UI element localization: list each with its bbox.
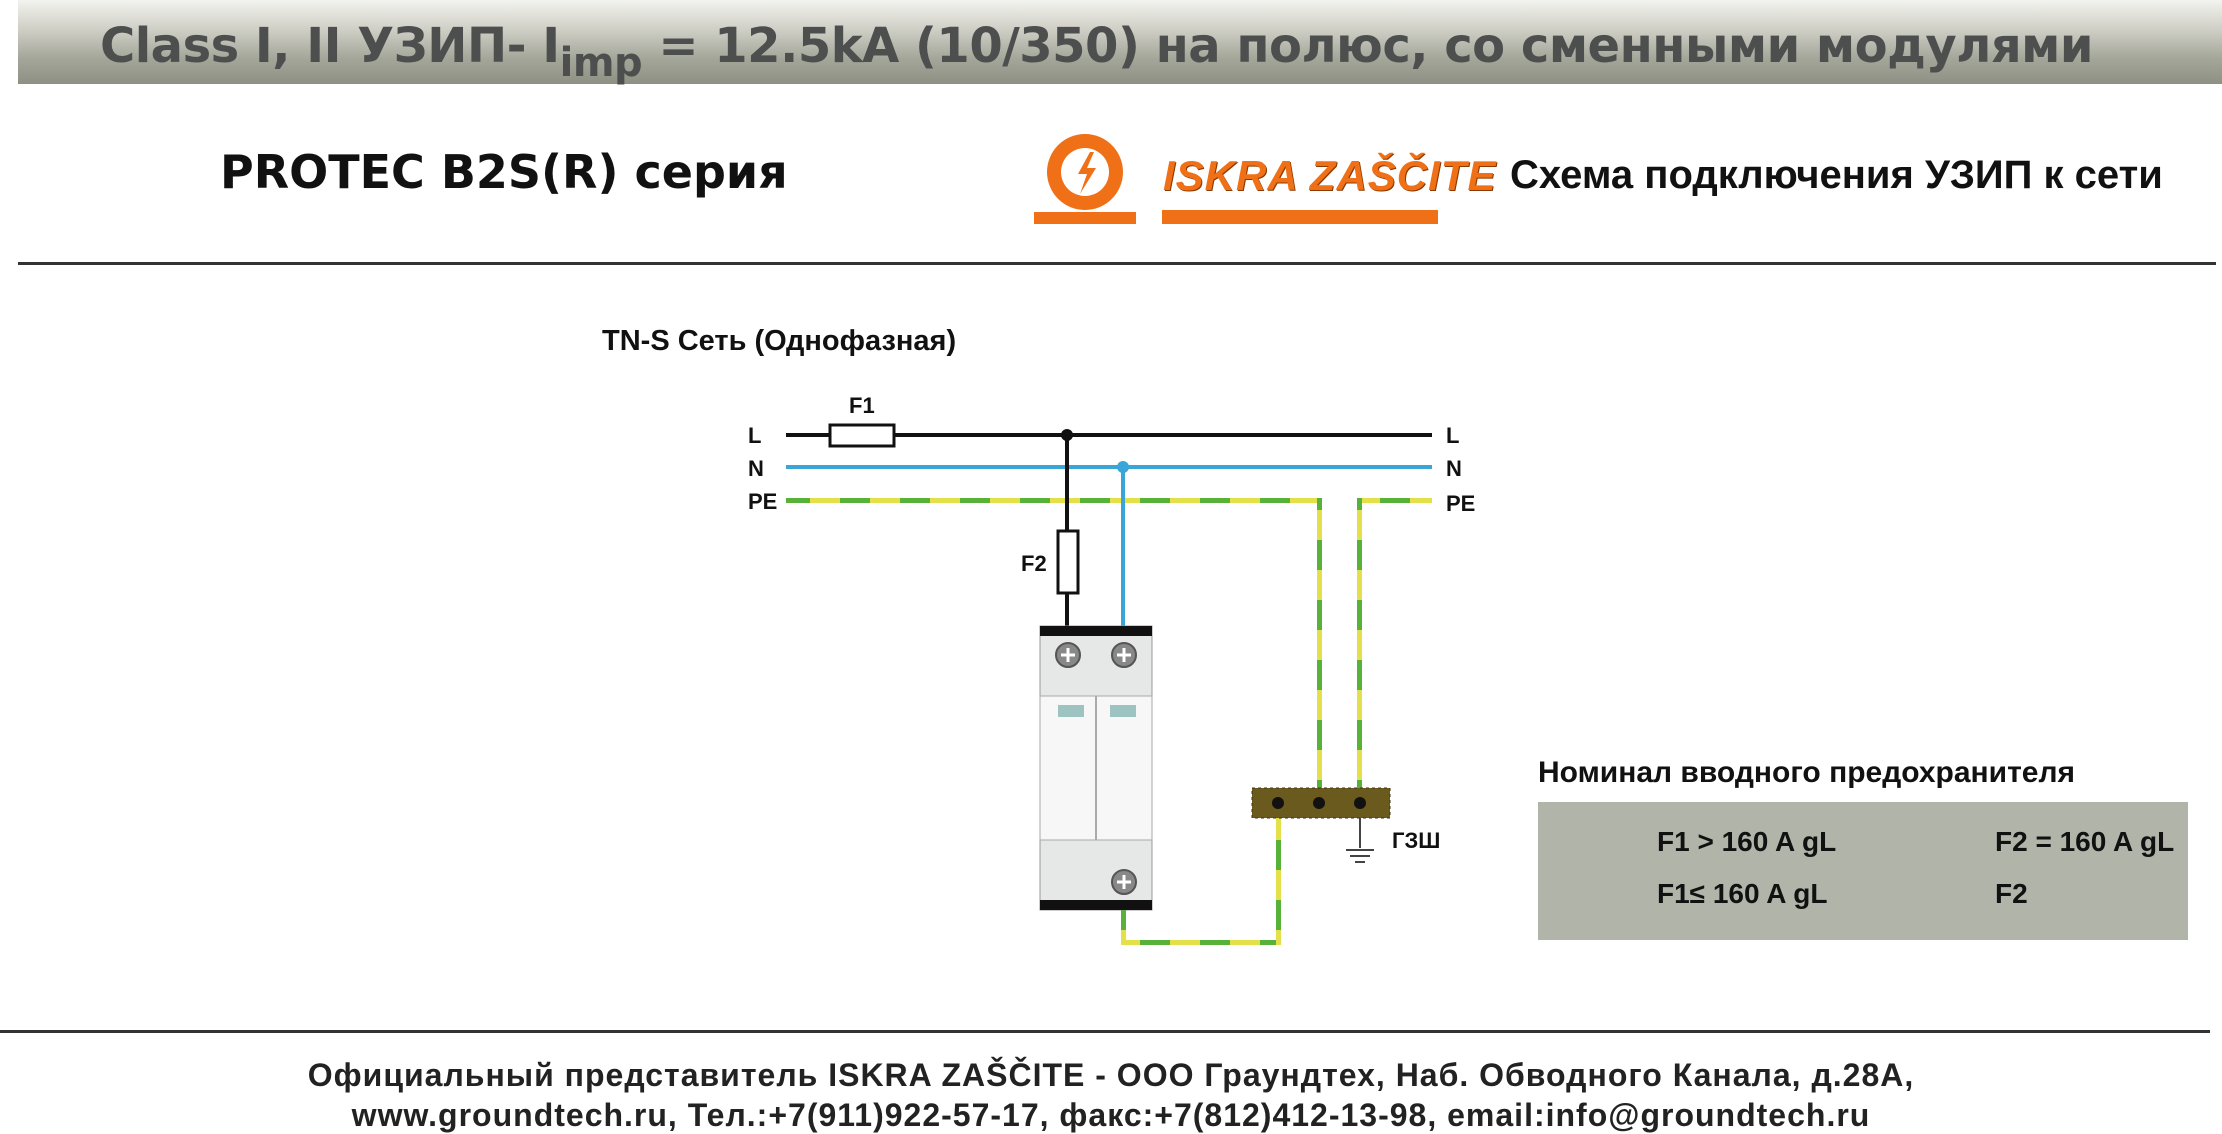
page-title: Class I, II УЗИП- Iimp = 12.5kA (10/350)… <box>100 18 2094 86</box>
earth-ground-icon <box>1346 849 1374 863</box>
fuse-f2 <box>1056 529 1080 595</box>
screw-terminal-icon <box>1111 642 1137 668</box>
legend-row2-right: F2 <box>1995 878 2028 909</box>
pe-drop-1 <box>1317 498 1322 803</box>
left-label-l: L <box>748 423 762 448</box>
right-label-n: N <box>1446 456 1462 481</box>
spd-device <box>1039 625 1153 911</box>
right-label-l: L <box>1446 423 1460 448</box>
left-label-pe: PE <box>748 489 778 514</box>
logo-underline <box>1162 210 1438 224</box>
title-subscript: imp <box>559 40 643 86</box>
header-bar <box>18 0 2222 84</box>
footer-line-1: Официальный представитель ISKRA ZAŠČITE … <box>307 1057 1915 1093</box>
screw-terminal-icon <box>1055 642 1081 668</box>
fuse-f2-label: F2 <box>1021 551 1047 576</box>
spd-pe-horizontal <box>1121 940 1279 945</box>
legend-row1-left: F1 > 160 A gL <box>1657 826 1837 857</box>
pe-conductor-right <box>1357 498 1432 503</box>
title-suffix: = 12.5kA (10/350) на полюс, со сменными … <box>642 18 2094 74</box>
fuse-f1-label: F1 <box>849 393 875 418</box>
legend-box <box>1538 802 2188 940</box>
footer-line-2: www.groundtech.ru, Тел.:+7(911)922-57-17… <box>351 1097 1871 1133</box>
spd-pe-up <box>1276 803 1281 945</box>
right-label-pe: PE <box>1446 491 1476 516</box>
title-prefix: Class I, II УЗИП- I <box>100 18 560 74</box>
ground-bar-label: ГЗШ <box>1392 828 1441 853</box>
legend-title: Номинал вводного предохранителя <box>1538 756 2076 789</box>
logo-text: ISKRA ZAŠČITE <box>1163 152 1497 199</box>
pe-drop-2 <box>1357 498 1362 803</box>
network-title: TN-S Сеть (Однофазная) <box>602 325 957 357</box>
legend-row2-left: F1≤ 160 A gL <box>1657 878 1828 909</box>
legend-row1-right: F2 = 160 A gL <box>1995 826 2175 857</box>
fuse-f1 <box>828 423 896 448</box>
screw-terminal-icon <box>1111 869 1137 895</box>
pe-conductor <box>786 498 1319 503</box>
scheme-title: Схема подключения УЗИП к сети <box>1510 153 2163 197</box>
top-divider <box>18 262 2216 265</box>
series-title: PROTEC B2S(R) серия <box>220 145 788 199</box>
bottom-divider <box>0 1030 2210 1033</box>
iskra-logo-icon <box>1034 134 1136 224</box>
spd-pe-down <box>1121 910 1126 945</box>
left-label-n: N <box>748 456 764 481</box>
